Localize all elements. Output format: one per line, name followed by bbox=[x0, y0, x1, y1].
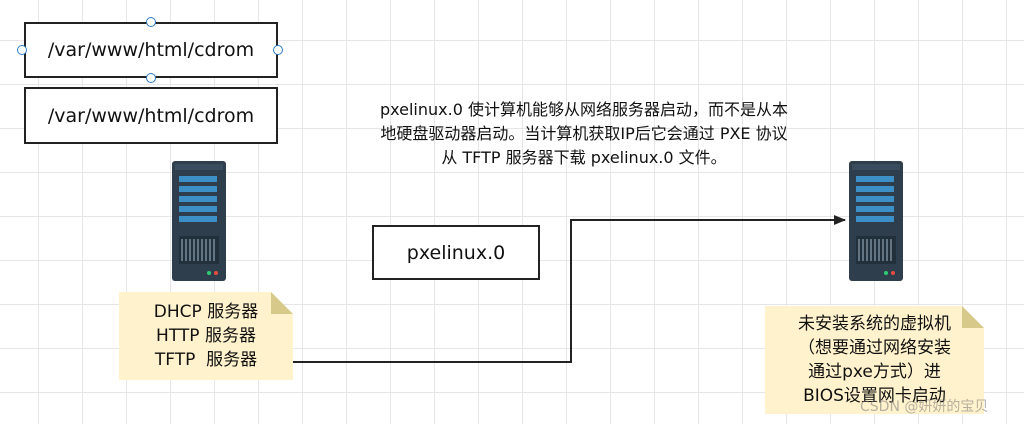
service-tftp: TFTP 服务器 bbox=[154, 350, 258, 370]
client-note-line-1: 未安装系统的虚拟机 bbox=[798, 314, 951, 334]
selection-handle-top[interactable] bbox=[146, 17, 156, 27]
client-vm-note[interactable]: 未安装系统的虚拟机 （想要通过网络安装 通过pxe方式）进 BIOS设置网卡启动 bbox=[765, 306, 984, 414]
service-dhcp: DHCP 服务器 bbox=[153, 302, 259, 322]
pxelinux-description: pxelinux.0 使计算机能够从网络服务器启动，而不是从本 地硬盘驱动器启动… bbox=[324, 98, 844, 170]
path-box-selected-label: /var/www/html/cdrom bbox=[47, 39, 255, 61]
selection-handle-left[interactable] bbox=[17, 45, 27, 55]
client-note-line-2: （想要通过网络安装 bbox=[798, 338, 951, 358]
client-note-line-3: 通过pxe方式）进 bbox=[808, 362, 941, 382]
selection-handle-bottom[interactable] bbox=[146, 73, 156, 83]
note-shape bbox=[765, 306, 984, 414]
selection-handle-right[interactable] bbox=[273, 45, 283, 55]
pxelinux-file-label: pxelinux.0 bbox=[406, 241, 506, 264]
path-box-second[interactable]: /var/www/html/cdrom bbox=[24, 87, 278, 144]
pxelinux-file-box[interactable]: pxelinux.0 bbox=[372, 225, 540, 280]
service-http: HTTP 服务器 bbox=[156, 326, 256, 346]
description-line-1: pxelinux.0 使计算机能够从网络服务器启动，而不是从本 bbox=[380, 100, 788, 119]
watermark: CSDN @妍妍的宝贝 bbox=[860, 399, 989, 415]
path-box-selected[interactable]: /var/www/html/cdrom bbox=[24, 22, 278, 78]
server-rack-icon bbox=[849, 161, 903, 281]
path-box-second-label: /var/www/html/cdrom bbox=[47, 104, 255, 127]
client-note-line-4: BIOS设置网卡启动 bbox=[803, 386, 946, 406]
server-services-note[interactable]: DHCP 服务器 HTTP 服务器 TFTP 服务器 bbox=[119, 292, 293, 380]
description-line-3: 从 TFTP 服务器下载 pxelinux.0 文件。 bbox=[441, 148, 727, 167]
description-line-2: 地硬盘驱动器启动。当计算机获取IP后它会通过 PXE 协议 bbox=[380, 124, 788, 143]
server-rack-icon bbox=[172, 161, 226, 281]
note-shape bbox=[119, 292, 293, 380]
